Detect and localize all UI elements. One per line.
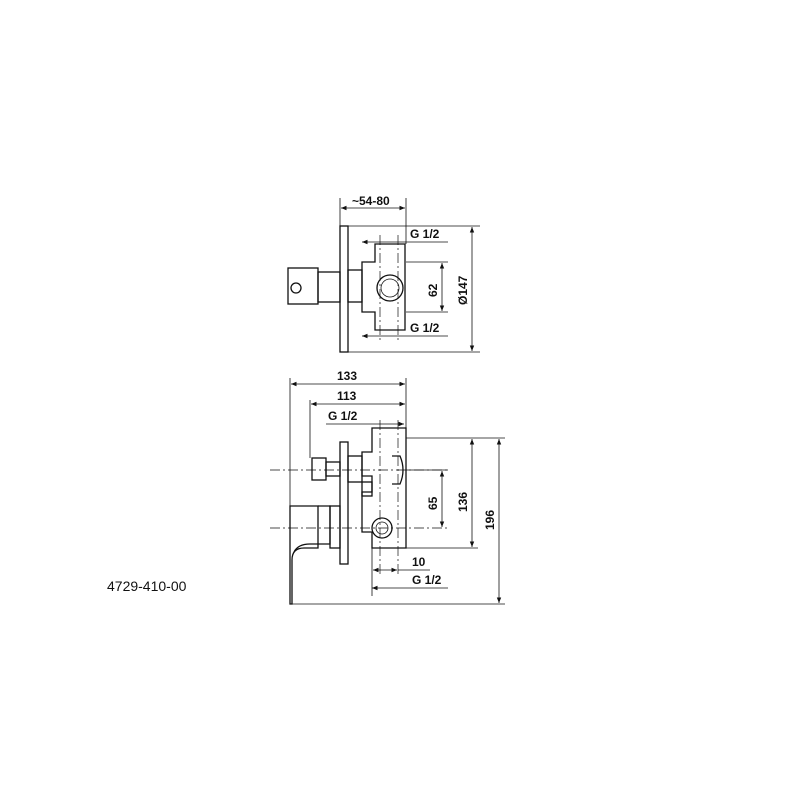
dim-overall-height: 196 xyxy=(483,510,497,530)
dim-plate-diameter: Ø147 xyxy=(456,275,470,305)
cover-plate xyxy=(339,225,349,353)
valve-body-front xyxy=(361,427,407,549)
handle-collar xyxy=(317,271,341,303)
body-rib xyxy=(361,481,373,497)
product-code: 4729-410-00 xyxy=(107,578,187,594)
outlet-port xyxy=(376,274,404,302)
dim-connection-top: G 1/2 xyxy=(328,409,358,423)
dim-outlet-spacing: 65 xyxy=(426,496,440,510)
diverter-sleeve xyxy=(347,455,363,483)
dim-inlet-bottom: G 1/2 xyxy=(410,321,440,335)
outlet-port-inner xyxy=(380,278,400,298)
dim-body-height: 136 xyxy=(456,492,470,512)
dim-offset: 10 xyxy=(412,555,426,569)
dim-connection-bottom: G 1/2 xyxy=(412,573,442,587)
dim-depth-range: ~54-80 xyxy=(352,194,390,208)
lever-handle xyxy=(289,505,319,605)
dim-inlet-spacing: 62 xyxy=(426,283,440,297)
cartridge-sleeve xyxy=(347,269,363,303)
lever-neck xyxy=(293,505,331,553)
lever-rosette xyxy=(329,505,341,549)
diverter-stem xyxy=(325,461,341,477)
diverter-knob xyxy=(311,457,327,481)
valve-body xyxy=(361,243,406,331)
handle xyxy=(287,267,319,305)
dim-inlet-top: G 1/2 xyxy=(410,227,440,241)
handle-pin-icon xyxy=(290,282,302,294)
front-view: 133 113 G 1/2 65 136 196 10 G 1/2 xyxy=(270,369,505,605)
cover-plate-side xyxy=(339,441,349,565)
dim-body-depth: 113 xyxy=(337,389,357,403)
dim-overall-depth: 133 xyxy=(337,369,357,383)
top-view: ~54-80 G 1/2 G 1/2 62 Ø147 xyxy=(287,194,480,353)
